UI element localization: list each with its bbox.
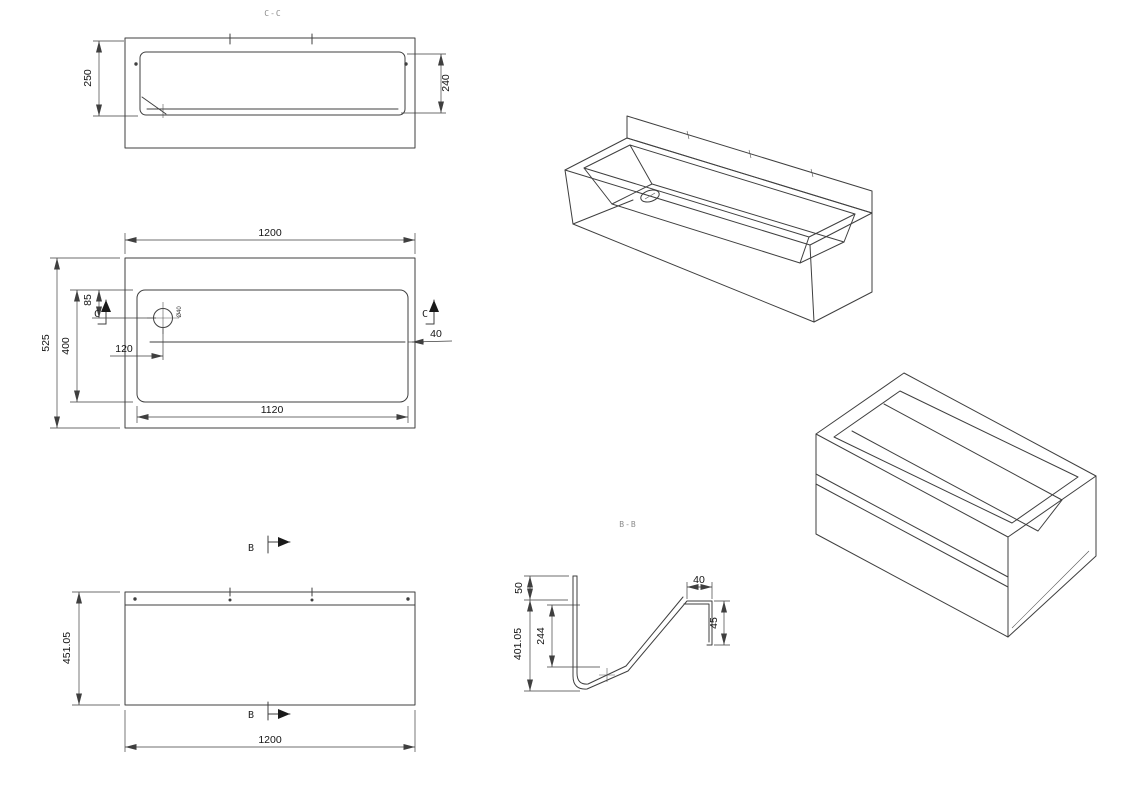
plan-view: Ø40 1200 525 400 85 120 — [40, 227, 453, 429]
plan-dimensions: 1200 525 400 85 120 40 11 — [40, 227, 453, 429]
dim-gap-right: 40 — [430, 328, 442, 340]
drain-diameter-label: Ø40 — [177, 306, 183, 318]
front-outline — [124, 587, 416, 706]
isometric-view-rear — [815, 372, 1097, 638]
dim-drain-offset-left: 120 — [115, 343, 133, 355]
cut-label-b-bottom: B — [248, 710, 254, 721]
cut-label-b-top: B — [248, 543, 254, 554]
dim-overall-height: 451.05 — [61, 632, 73, 664]
dim-overall-width: 1200 — [258, 227, 282, 239]
section-cc-title: C-C — [264, 9, 281, 18]
section-cc-view: C-C 250 240 — [82, 9, 452, 149]
dim-depth-right: 240 — [440, 74, 452, 92]
plan-outline — [124, 257, 416, 429]
iso-rear-lines — [815, 372, 1097, 638]
cut-label-c-right: C — [422, 309, 428, 320]
cut-label-c-left: C — [94, 309, 100, 320]
section-bb-view: B-B 50 401.05 244 40 — [512, 520, 730, 692]
dim-front-width: 1200 — [258, 734, 282, 746]
front-dimensions: 451.05 1200 — [61, 591, 416, 752]
dim-drain-offset-top: 85 — [82, 294, 94, 306]
front-section-markers: B B — [248, 535, 291, 721]
dim-upstand: 50 — [513, 582, 525, 594]
dim-depth-left: 250 — [82, 69, 94, 87]
plan-section-markers: C C — [94, 299, 439, 325]
section-bb-dimensions: 50 401.05 244 40 45 — [512, 574, 730, 692]
section-bb-title: B-B — [619, 520, 636, 529]
iso-drain-hole — [640, 189, 660, 203]
dim-overall-depth: 525 — [40, 334, 52, 352]
iso-front-lines — [564, 115, 873, 323]
dim-bowl-depth: 400 — [60, 337, 72, 355]
isometric-view-front — [564, 115, 873, 323]
dim-total-depth: 401.05 — [512, 628, 524, 660]
dim-hem-height: 45 — [708, 617, 720, 629]
dim-bowl-depth-bb: 244 — [535, 627, 547, 645]
dim-bowl-width: 1120 — [261, 404, 284, 416]
front-view: 451.05 1200 B B — [61, 535, 416, 752]
dim-flange-width: 40 — [693, 574, 705, 586]
section-cc-outline — [124, 33, 416, 149]
section-bb-outline — [572, 575, 713, 690]
section-cc-dimensions: 250 240 — [82, 40, 452, 117]
